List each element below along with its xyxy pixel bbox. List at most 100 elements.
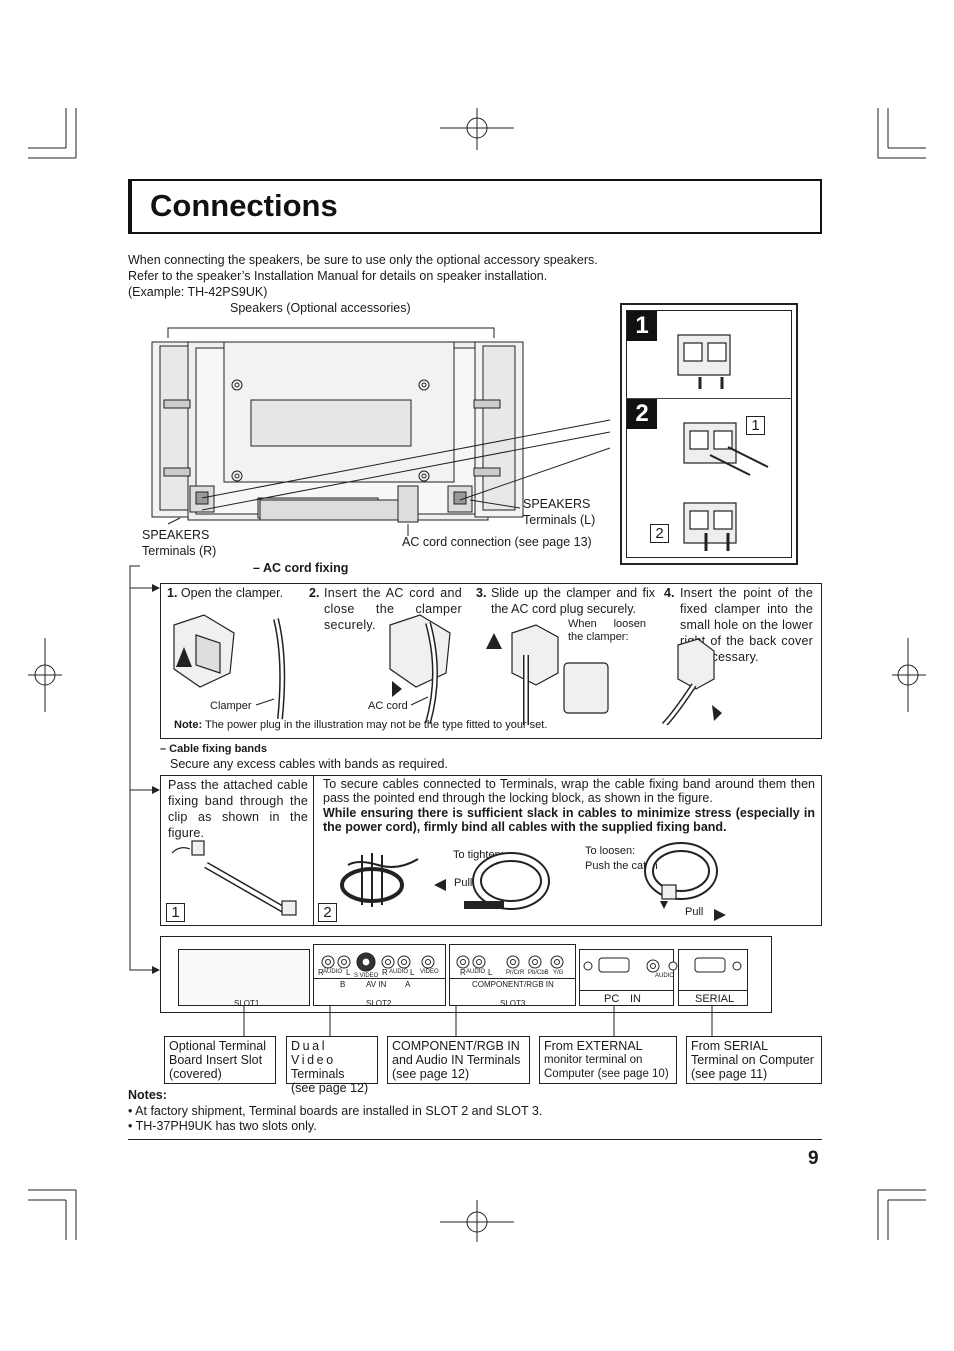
footer-rule — [128, 1139, 822, 1140]
av-in-label: AV IN — [366, 980, 387, 989]
slot3-board — [449, 944, 576, 1006]
substep-2-badge: 2 — [650, 524, 669, 543]
slot2-audio-label: AUDIO — [323, 969, 343, 975]
speakers-r-line2: Terminals (R) — [142, 544, 217, 558]
note-item-2: • TH-37PH9UK has two slots only. — [128, 1119, 317, 1133]
callout-dual-video-l3: (see page 12) — [291, 1081, 369, 1095]
title-box — [128, 179, 822, 234]
callout-serial: From SERIAL Terminal on Computer (see pa… — [686, 1036, 822, 1084]
slot1-cover — [178, 949, 310, 1006]
slot3-label: SLOT3 — [500, 999, 526, 1008]
tv-rear-illustration — [151, 327, 611, 536]
speakers-l-line2: Terminals (L) — [523, 513, 596, 527]
callout-dual-video-l1: Dual Video — [291, 1039, 336, 1067]
notes-heading: Notes: — [128, 1088, 167, 1102]
callout-optional-slot-l2: Board Insert Slot — [169, 1053, 263, 1067]
band-step-1-badge: 1 — [166, 903, 185, 922]
slot2-board — [313, 944, 446, 1006]
speakers-l-line1: SPEAKERS — [523, 497, 591, 511]
slot2-a-audio-label: AUDIO — [389, 969, 409, 975]
pb-label: Pb/CbB — [528, 970, 549, 976]
pr-label: Pr/CrR — [506, 970, 525, 976]
callout-serial-l2: Terminal on Computer — [691, 1053, 814, 1067]
steps-divider — [626, 398, 792, 399]
callout-optional-slot-l3: (covered) — [169, 1067, 222, 1081]
band-step-2-badge: 2 — [318, 903, 337, 922]
cable-band-illustrations — [171, 840, 726, 921]
speakers-r-line1: SPEAKERS — [142, 528, 210, 542]
slot3-r-label: R — [460, 968, 466, 977]
ac-cord-fixing-heading: – AC cord fixing — [253, 561, 349, 575]
cable-bands-right-text: To secure cables connected to Terminals,… — [323, 777, 815, 805]
ac-cord-label: AC cord — [368, 700, 408, 712]
s-video-label: S VIDEO — [354, 973, 379, 979]
step-2-badge: 2 — [627, 399, 657, 429]
slot2-a-label: A — [405, 980, 411, 989]
serial-label: SERIAL — [695, 993, 735, 1005]
speakers-label: Speakers (Optional accessories) — [230, 301, 411, 315]
callout-pc-in-l1: From EXTERNAL — [544, 1039, 643, 1053]
callout-optional-slot-l1: Optional Terminal — [169, 1039, 267, 1053]
ac-cord-connection: AC cord connection (see page 13) — [402, 535, 592, 549]
cable-bands-divider — [313, 775, 315, 926]
ac-step3-note: When loosen the clamper: — [568, 618, 646, 643]
ac-step4-num: 4. — [664, 586, 675, 600]
note-item-1: • At factory shipment, Terminal boards a… — [128, 1104, 543, 1118]
pc-divider — [579, 990, 674, 991]
ac-step3-text: Slide up the clamper and fix the AC cord… — [491, 586, 655, 616]
intro-line-3: (Example: TH-42PS9UK) — [128, 285, 268, 299]
speaker-terminal-illustration — [677, 334, 769, 551]
flow-connector-lines — [129, 565, 160, 974]
step-1-badge: 1 — [627, 311, 657, 341]
note-label: Note: — [174, 719, 203, 731]
to-loosen-label: To loosen: — [585, 845, 636, 857]
callout-pc-in-l2: monitor terminal on — [544, 1054, 643, 1066]
ac-cord-illustrations — [173, 614, 722, 725]
clamper-label: Clamper — [210, 700, 252, 712]
callout-serial-l1: From SERIAL — [691, 1039, 769, 1053]
slot2-divider — [313, 978, 446, 979]
pc-audio-label: AUDIO — [655, 973, 675, 979]
ac-step4-text: Insert the point of the fixed clamper in… — [680, 586, 813, 664]
note-item-1-text: At factory shipment, Terminal boards are… — [135, 1104, 543, 1118]
in-label: IN — [630, 993, 641, 1005]
page-title: Connections — [150, 188, 338, 223]
note-text: The power plug in the illustration may n… — [204, 719, 548, 731]
component-rgb-label: COMPONENT/RGB IN — [472, 980, 554, 989]
slot2-label: SLOT2 — [366, 999, 392, 1008]
callout-pc-in-l3: Computer (see page 10) — [544, 1068, 669, 1080]
slot2-r-label: R — [318, 968, 324, 977]
substep-1-badge: 1 — [746, 416, 765, 435]
slot2-l-label: L — [346, 968, 351, 977]
callout-component-l1: COMPONENT/RGB IN — [392, 1039, 520, 1053]
terminal-jacks — [321, 952, 742, 973]
ac-step2-num: 2. — [309, 586, 320, 600]
note-item-2-text: TH-37PH9UK has two slots only. — [135, 1119, 317, 1133]
slot2-a-l-label: L — [410, 968, 415, 977]
intro-line-1: When connecting the speakers, be sure to… — [128, 253, 598, 267]
push-catch-label: Push the catch — [585, 860, 658, 872]
slot3-l-label: L — [488, 968, 493, 977]
ac-step3-num: 3. — [476, 586, 487, 600]
callout-leader-lines — [243, 1005, 713, 1037]
slot1-label: SLOT1 — [234, 999, 260, 1008]
slot2-b-label: B — [340, 980, 346, 989]
pc-label: PC — [604, 993, 620, 1005]
video-label: VIDEO — [420, 969, 439, 975]
callout-component-l3: (see page 12) — [392, 1067, 470, 1081]
cable-bands-heading: – Cable fixing bands — [160, 743, 267, 755]
slot2-a-r-label: R — [382, 968, 388, 977]
ac-step1-text: Open the clamper. — [180, 586, 284, 600]
callout-dual-video-l2: Terminals — [291, 1067, 345, 1081]
callout-optional-slot: Optional Terminal Board Insert Slot (cov… — [164, 1036, 276, 1084]
pull-label-2: Pull — [685, 906, 704, 918]
callout-pc-in: From EXTERNAL monitor terminal on Comput… — [539, 1036, 677, 1084]
intro-line-2: Refer to the speaker’s Installation Manu… — [128, 269, 548, 283]
callout-component: COMPONENT/RGB IN and Audio IN Terminals … — [387, 1036, 530, 1084]
ac-step1-num: 1. — [167, 586, 178, 600]
callout-dual-video: Dual Video Terminals (see page 12) — [286, 1036, 378, 1095]
yg-label: Y/G — [553, 970, 564, 976]
ac-step2-text: Insert the AC cord and close the clamper… — [324, 586, 462, 632]
callout-component-l2: and Audio IN Terminals — [392, 1053, 521, 1067]
